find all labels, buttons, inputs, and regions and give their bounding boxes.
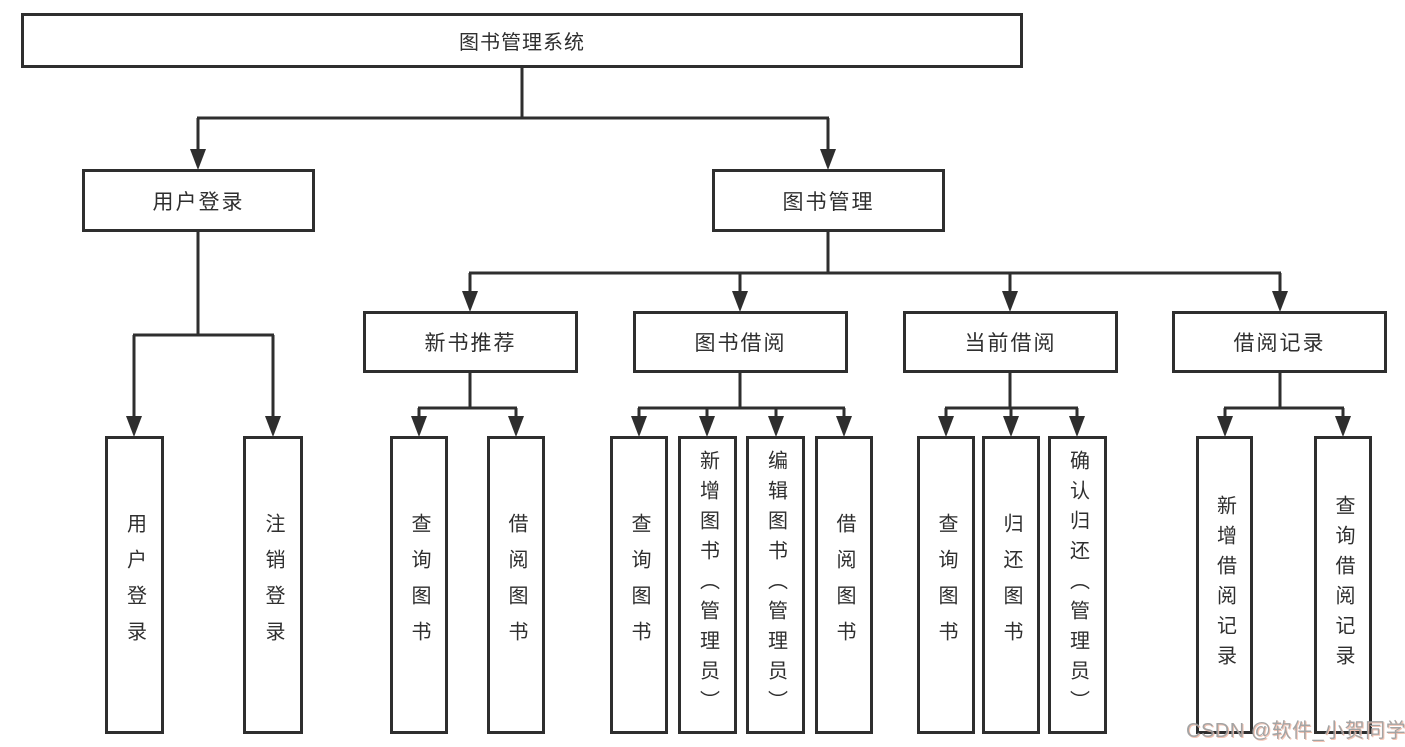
arrow-down	[190, 149, 206, 170]
node-new-book-recommend: 新书推荐	[363, 311, 578, 373]
node-borrow-record: 借阅记录	[1172, 311, 1387, 373]
leaf-query-book-1-label: 查询图书	[408, 513, 430, 657]
arrow-down	[820, 149, 836, 170]
leaf-query-borrow-record: 查询借阅记录	[1314, 436, 1372, 734]
leaf-query-borrow-record-label: 查询借阅记录	[1332, 495, 1354, 675]
node-book-borrow: 图书借阅	[633, 311, 848, 373]
arrow-down	[1217, 416, 1233, 437]
connector-path	[132, 68, 1345, 420]
arrow-down	[699, 416, 715, 437]
node-new-book-recommend-label: 新书推荐	[424, 332, 517, 355]
leaf-add-borrow-record-label: 新增借阅记录	[1213, 495, 1236, 675]
leaf-query-book-3-label: 查询图书	[935, 513, 957, 657]
arrow-down	[1272, 291, 1288, 312]
leaf-edit-book-admin-label: 编辑图书（管理员）	[764, 450, 787, 720]
leaf-borrow-book-2: 借阅图书	[815, 436, 873, 734]
arrow-down	[462, 291, 478, 312]
leaf-logout-label: 注销登录	[262, 513, 284, 657]
leaf-logout: 注销登录	[243, 436, 303, 734]
node-root: 图书管理系统	[21, 13, 1023, 68]
arrow-down	[1002, 291, 1018, 312]
csdn-watermark: CSDN @软件_小贺同学	[1186, 720, 1405, 742]
leaf-query-book-2: 查询图书	[610, 436, 668, 734]
node-borrow-record-label: 借阅记录	[1233, 332, 1326, 355]
arrow-down	[265, 416, 281, 437]
node-user-login: 用户登录	[82, 169, 315, 232]
leaf-query-book-2-label: 查询图书	[628, 513, 650, 657]
arrow-down	[938, 416, 954, 437]
arrow-down	[411, 416, 427, 437]
leaf-user-login: 用户登录	[105, 436, 164, 734]
arrow-down	[1335, 416, 1351, 437]
node-user-login-label: 用户登录	[152, 190, 245, 214]
node-root-label: 图书管理系统	[459, 32, 585, 54]
arrow-down	[508, 416, 524, 437]
arrow-down	[126, 416, 142, 437]
arrow-down	[1003, 416, 1019, 437]
node-book-management-label: 图书管理	[782, 190, 875, 214]
leaf-edit-book-admin: 编辑图书（管理员）	[746, 436, 805, 734]
arrow-down	[836, 416, 852, 437]
leaf-add-book-admin-label: 新增图书（管理员）	[696, 450, 719, 720]
arrow-down	[631, 416, 647, 437]
leaf-add-book-admin: 新增图书（管理员）	[678, 436, 737, 734]
arrow-down	[1069, 416, 1085, 437]
node-current-borrow-label: 当前借阅	[964, 332, 1057, 355]
node-book-management: 图书管理	[712, 169, 945, 232]
node-current-borrow: 当前借阅	[903, 311, 1118, 373]
leaf-confirm-return-admin-label: 确认归还（管理员）	[1066, 450, 1089, 720]
leaf-borrow-book-2-label: 借阅图书	[833, 513, 855, 657]
leaf-add-borrow-record: 新增借阅记录	[1196, 436, 1253, 734]
node-book-borrow-label: 图书借阅	[694, 332, 787, 355]
leaf-return-book: 归还图书	[982, 436, 1040, 734]
leaf-return-book-label: 归还图书	[1000, 513, 1022, 657]
leaf-user-login-label: 用户登录	[123, 513, 146, 657]
leaf-borrow-book-1-label: 借阅图书	[505, 513, 527, 657]
leaf-query-book-1: 查询图书	[390, 436, 448, 734]
leaf-confirm-return-admin: 确认归还（管理员）	[1048, 436, 1107, 734]
arrow-down	[732, 291, 748, 312]
leaf-borrow-book-1: 借阅图书	[487, 436, 545, 734]
arrow-down	[768, 416, 784, 437]
leaf-query-book-3: 查询图书	[917, 436, 975, 734]
